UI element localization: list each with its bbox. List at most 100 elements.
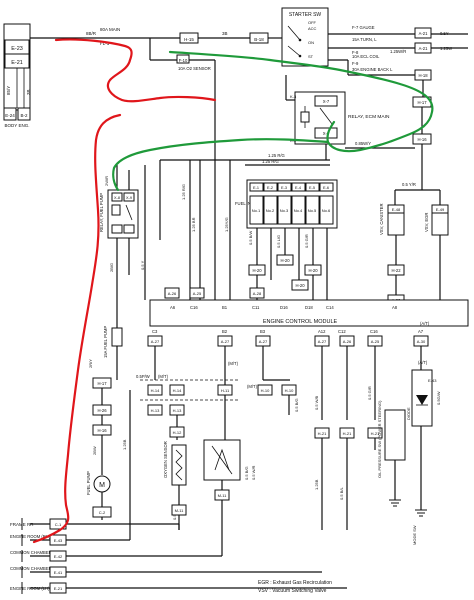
vsv-canister-label: VSV, CANISTER bbox=[379, 204, 384, 236]
connector-h20-b: H-20 bbox=[280, 258, 290, 263]
connector-c1: C-1 bbox=[55, 522, 62, 527]
f7b-label: 15A TURN, L bbox=[352, 37, 377, 42]
connector-h15: H-15 bbox=[184, 37, 194, 42]
connector-a28-top: A-28 bbox=[253, 291, 262, 296]
connector-a27-bot-d: A-27 bbox=[318, 339, 327, 344]
pin-c16-b: C16 bbox=[370, 329, 378, 334]
injector-6: No.6 bbox=[322, 208, 331, 213]
wire-125rg-inj: 1.25 R/G bbox=[262, 159, 279, 164]
pin-a7: A7 bbox=[418, 329, 424, 334]
wire-125b-left: 1.25B bbox=[122, 439, 127, 450]
f7-label: F-7 GAUGE bbox=[352, 25, 375, 30]
pin-a6: A6 bbox=[170, 305, 176, 310]
f9b-label: 30A ENGINE BACK L bbox=[352, 67, 393, 72]
wire-2bg: 2B/G bbox=[109, 263, 114, 272]
battery-module: E-23 E-21 85/Y 3B E-24 B-2 BODY ENG. bbox=[3, 23, 31, 128]
connector-e41: E-41 bbox=[54, 570, 63, 575]
sw-on: ON bbox=[308, 40, 314, 45]
wire-05wb-mid: 0.5 W/B bbox=[314, 395, 319, 410]
pin-c11: C11 bbox=[252, 305, 260, 310]
connector-x6: X-6 bbox=[323, 131, 330, 136]
connector-m11-egr: M-11 bbox=[218, 493, 228, 498]
pin-b3: B3 bbox=[260, 329, 266, 334]
wire-2bw: 2BW bbox=[92, 446, 97, 455]
injector-2: No.2 bbox=[266, 208, 275, 213]
connector-e48: E-48 bbox=[392, 207, 401, 212]
wire-125y-vert: 1.25Y/G bbox=[224, 217, 229, 232]
legend: EGR : Exhaust Gas Recirculation VSV : Va… bbox=[258, 580, 332, 594]
mode-sw-label: MODE SW bbox=[412, 525, 417, 545]
connector-h17-left: H-17 bbox=[97, 381, 107, 386]
ecm-supply-wires: 1.25 R/G 1.25 R/G 1.25 BR 1.25Y/G bbox=[159, 153, 330, 300]
connector-a27-bot-c: A-27 bbox=[259, 339, 268, 344]
relay-ecm-main: X-7 X-6 RELAY, ECM MAIN K-3 K-2 0.85W/Y bbox=[285, 75, 415, 160]
connector-e24: E-24 bbox=[5, 113, 15, 118]
body-eng-label: BODY ENG. bbox=[5, 123, 30, 128]
connector-h20-d: H-20 bbox=[295, 283, 305, 288]
pin-b1: B1 bbox=[222, 305, 228, 310]
f9-label: F-9 bbox=[352, 61, 359, 66]
engine-control-module: ENGINE CONTROL MODULE A6 C16 B1 C11 D16 … bbox=[149, 287, 469, 327]
diode-label: DIODE bbox=[406, 407, 411, 420]
main-power-lines: 8B/R FL-1 80A MAIN H-15 3B B-18 F-10 10A… bbox=[30, 27, 282, 320]
connector-h13-b: H-13 bbox=[173, 408, 182, 413]
injector-5: No.5 bbox=[308, 208, 317, 213]
at-label-top: (A/T) bbox=[420, 321, 430, 326]
connector-x9: X-9 bbox=[126, 196, 132, 200]
connector-a21a: A-21 bbox=[419, 31, 429, 36]
connector-x8: X-8 bbox=[114, 196, 120, 200]
ecm-label: ENGINE CONTROL MODULE bbox=[263, 319, 338, 325]
connector-e42: E-42 bbox=[54, 554, 63, 559]
pin-c12: C12 bbox=[338, 329, 346, 334]
mt-label-c: (M/T) bbox=[247, 384, 258, 389]
wire-05lg: 0.5 L/G bbox=[276, 235, 281, 248]
wire-125wr: 1.25W/R bbox=[390, 49, 406, 54]
wire-3b-main: 3B bbox=[222, 31, 228, 36]
connector-x7: X-7 bbox=[323, 99, 330, 104]
wire-05bl: 0.5 B/L bbox=[339, 487, 344, 500]
engine-room-lh-label: ENGINE ROOM (LH) bbox=[10, 586, 50, 591]
fl-main-label: 80A MAIN bbox=[100, 27, 120, 32]
fuel-injectors: 1.25 R/G FUEL INJECTOR E-1 E-2 E-3 E-4 E… bbox=[235, 159, 338, 300]
injector-connector-5: E-5 bbox=[309, 186, 315, 190]
oil-pressure-diode: 0.5 G/R H-21 OIL PRESSURE SW (POWER STEE… bbox=[367, 346, 441, 545]
pin-b2: B2 bbox=[222, 329, 228, 334]
common-chamber-b-label: COMMON CHAMBER bbox=[10, 566, 52, 571]
mt-label-b: (M/T) bbox=[228, 361, 239, 366]
connector-h11-a: H-11 bbox=[221, 388, 230, 393]
f8-label: F-8 bbox=[352, 50, 359, 55]
connector-a21b: A-21 bbox=[419, 46, 429, 51]
connector-m11: M-11 bbox=[175, 508, 185, 513]
connector-h14-b: H-14 bbox=[173, 388, 182, 393]
oxygen-sensor-region: (M/T) H-14 H-14 0.5P/W H-13 H-13 H-12 OX… bbox=[136, 346, 240, 530]
vsv-block: E-48 VSV, CANISTER E-49 VSV, EGR H-22 A-… bbox=[379, 204, 449, 320]
injector-connector-1: E-1 bbox=[253, 186, 259, 190]
pin-c3: C3 bbox=[152, 329, 158, 334]
connector-h20-a: H-20 bbox=[252, 268, 262, 273]
starter-switch: STARTER SW OFF ACC ON ST bbox=[281, 7, 415, 67]
connector-b2: B-2 bbox=[20, 113, 28, 118]
starter-sw-label: STARTER SW bbox=[289, 12, 322, 18]
wire-125rg-vert: 1.25 R/G bbox=[181, 184, 186, 200]
wire-85y-label: 85/Y bbox=[6, 86, 11, 95]
relay-ecm-label: RELAY, ECM MAIN bbox=[348, 114, 390, 120]
fl1-label: FL-1 bbox=[100, 41, 110, 46]
wire-085wy: 0.85W/Y bbox=[355, 141, 371, 146]
sw-st: ST bbox=[308, 54, 314, 59]
injector-connector-2: E-2 bbox=[267, 186, 273, 190]
connector-h21-a: H-21 bbox=[318, 431, 327, 436]
relay-fuel-pump-label: RELAY, FUEL PUMP bbox=[99, 193, 104, 232]
at-label-bot: (A/T) bbox=[418, 360, 428, 365]
connector-h21-b: H-21 bbox=[343, 431, 352, 436]
connector-h13-a: H-13 bbox=[151, 408, 160, 413]
wire-05bg-mid: 0.5 B/G bbox=[294, 398, 299, 412]
oxygen-sensor-label: OXYGEN SENSOR bbox=[163, 441, 168, 478]
relay-fuel-pump: X-8 X-9 RELAY, FUEL PUMP 2W/R 2B/G 0.5 Y bbox=[99, 165, 146, 300]
pin-d16: D16 bbox=[280, 305, 288, 310]
right-column-connectors: H-17 H-16 0.5 Y/R bbox=[394, 96, 441, 205]
connector-a30-bot: A-30 bbox=[417, 339, 426, 344]
injector-connector-6: E-6 bbox=[323, 186, 329, 190]
fuel-pump-path: 15A FUEL PUMP 2R/Y H-17 H-26 H-16 M FUEL… bbox=[86, 300, 131, 520]
pin-c14: C14 bbox=[326, 305, 334, 310]
